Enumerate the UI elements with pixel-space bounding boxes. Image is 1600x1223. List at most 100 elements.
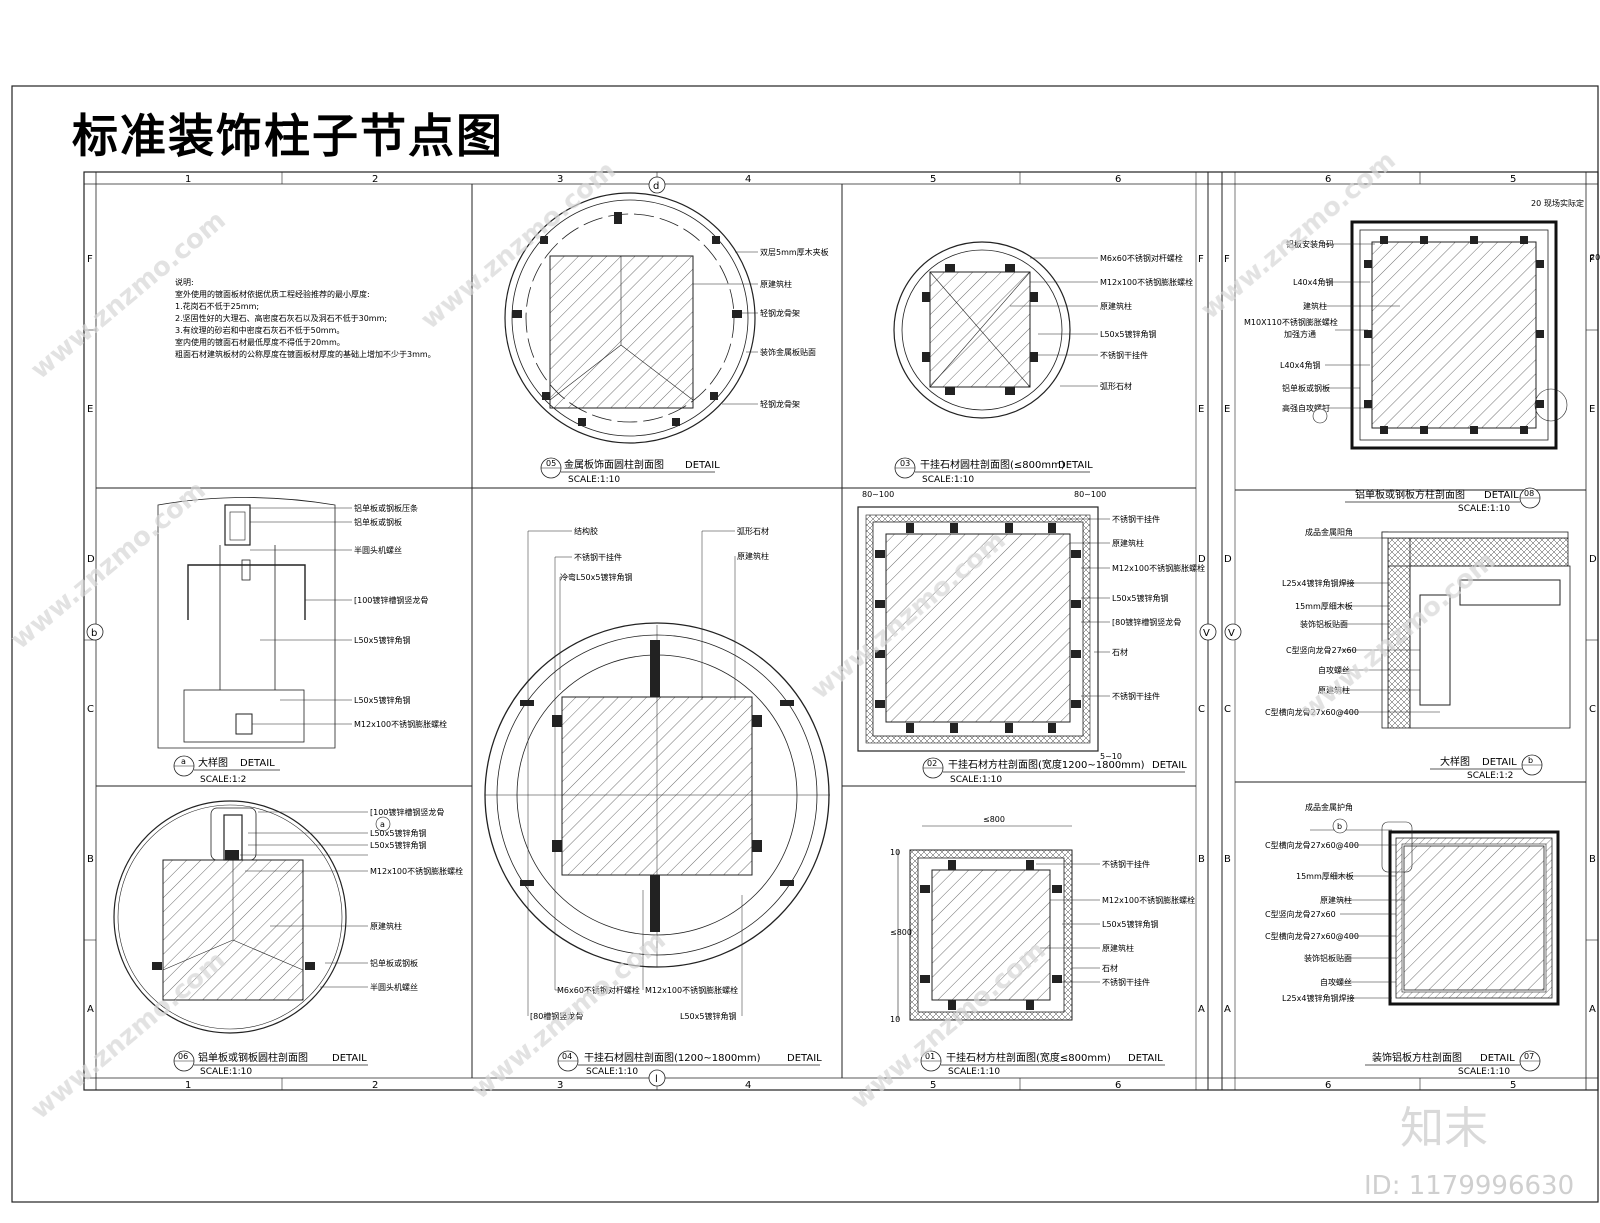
grid-row-left-A: A bbox=[87, 1004, 94, 1015]
d08-label: L40x4角钢 bbox=[1280, 360, 1320, 370]
drawing-stroke: 1 2 3 4 5 6 6 5 1 2 3 4 5 6 6 5 F E D C … bbox=[87, 174, 1597, 1091]
d01-label: 石材 bbox=[1102, 963, 1118, 973]
d07-label: 15mm厚细木板 bbox=[1296, 871, 1354, 881]
d02-suffix: DETAIL bbox=[1152, 760, 1187, 771]
drawing-stroke bbox=[1005, 523, 1013, 533]
grid-row-mid-D: D bbox=[1198, 554, 1206, 565]
drawing-stroke bbox=[183, 689, 305, 743]
drawing-stroke bbox=[1371, 241, 1537, 429]
drawing-stroke bbox=[1325, 243, 1400, 409]
drawing-stroke bbox=[235, 713, 253, 735]
drawing-stroke bbox=[549, 255, 694, 409]
d07-suffix: DETAIL bbox=[1480, 1053, 1515, 1064]
grid-row-right-D: D bbox=[1224, 554, 1232, 565]
drawing-stroke bbox=[875, 700, 885, 708]
drawing-stroke bbox=[512, 310, 522, 318]
d04-scale: SCALE:1:10 bbox=[586, 1067, 638, 1077]
d04-label-left: 冷弯L50x5镀锌角钢 bbox=[560, 572, 632, 582]
drawing-stroke bbox=[1364, 330, 1372, 338]
d03-suffix: DETAIL bbox=[1058, 460, 1093, 471]
drawing-stroke bbox=[1536, 260, 1544, 268]
grid-row-right-F: F bbox=[1224, 254, 1230, 265]
detail-08-drawing: 铝板安装角码 L40x4角钢 建筑柱 M10X110不锈钢膨胀螺栓 加强方通 L… bbox=[1244, 198, 1600, 450]
drawing-stroke bbox=[1036, 863, 1100, 983]
d07-number: 07 bbox=[1524, 1052, 1534, 1061]
drawing-stroke bbox=[693, 251, 758, 405]
da-suffix: DETAIL bbox=[240, 758, 275, 769]
d04-label-right: 原建筑柱 bbox=[737, 551, 769, 561]
d05-title: 金属板饰面圆柱剖面图 bbox=[564, 458, 664, 471]
d03-label: M12x100不锈钢膨胀螺栓 bbox=[1100, 277, 1193, 287]
drawing-stroke bbox=[1332, 818, 1348, 834]
drawing-stroke bbox=[945, 387, 955, 395]
drawing-stroke: 铝单板或钢板压条 铝单板或钢板 半圆头机螺丝 [100镀锌槽钢竖龙骨 L50x5… bbox=[354, 503, 447, 729]
drawing-stroke bbox=[1470, 426, 1478, 434]
drawing-stroke bbox=[906, 723, 914, 733]
image-id: ID: 1179996630 bbox=[1364, 1171, 1574, 1201]
drawing-stroke bbox=[1380, 426, 1388, 434]
d04-label-bottom: M6x60不锈钢对杆螺栓 bbox=[557, 985, 640, 995]
drawing-stroke bbox=[504, 192, 756, 444]
drawing-stroke bbox=[875, 550, 885, 558]
drawing-stroke bbox=[1420, 426, 1428, 434]
drawing-stroke bbox=[552, 715, 562, 727]
d05-number: 05 bbox=[546, 459, 556, 468]
drawing-stroke: 不锈钢干挂件 M12x100不锈钢膨胀螺栓 L50x5镀锌角钢 原建筑柱 石材 … bbox=[890, 815, 1195, 1024]
d08-label: 建筑柱 bbox=[1303, 301, 1327, 311]
drawing-stroke bbox=[1350, 220, 1558, 450]
da-label: [100镀锌槽钢竖龙骨 bbox=[354, 595, 428, 605]
axis-marker-left: b bbox=[91, 628, 97, 639]
drawing-stroke bbox=[1030, 352, 1038, 362]
drawing-stroke bbox=[1381, 821, 1413, 873]
d08-dim: 20 bbox=[1590, 253, 1600, 262]
drawing-stroke bbox=[1052, 885, 1062, 893]
da-label: L50x5镀锌角钢 bbox=[354, 695, 410, 705]
detail-01-drawing: 不锈钢干挂件 M12x100不锈钢膨胀螺栓 L50x5镀锌角钢 原建筑柱 石材 … bbox=[890, 815, 1195, 1024]
grid-col-bottom-2: 2 bbox=[372, 1080, 378, 1091]
drawing-stroke bbox=[1048, 523, 1056, 533]
d08-label: 铝单板或钢板 bbox=[1282, 383, 1330, 393]
grid-col-bottom-5: 5 bbox=[930, 1080, 936, 1091]
d02-label: L50x5镀锌角钢 bbox=[1112, 593, 1168, 603]
grid-col-top-1: 1 bbox=[185, 174, 191, 185]
da-scale: SCALE:1:2 bbox=[200, 775, 246, 785]
d01-dim: 10 bbox=[890, 848, 900, 857]
drawing-stroke bbox=[732, 310, 742, 318]
watermark-text: www.znzmo.com bbox=[5, 475, 211, 655]
d03-number: 03 bbox=[900, 459, 910, 468]
drawing-stroke bbox=[648, 1069, 666, 1087]
drawing-stroke bbox=[672, 418, 680, 426]
grid-col-top-8: 5 bbox=[1510, 174, 1516, 185]
d06-label: L50x5镀锌角钢 bbox=[370, 840, 426, 850]
grid-col-top-3: 3 bbox=[557, 174, 563, 185]
drawing-stroke bbox=[893, 241, 1071, 419]
d04-title: 干挂石材圆柱剖面图(1200~1800mm) bbox=[584, 1051, 761, 1064]
drawing-stroke bbox=[922, 264, 1038, 395]
drawing-stroke bbox=[1071, 550, 1081, 558]
axis-marker-top: d bbox=[653, 181, 659, 192]
d04-suffix: DETAIL bbox=[787, 1053, 822, 1064]
drawing-stroke bbox=[1071, 600, 1081, 608]
detail-05-drawing: 双层5mm厚木夹板 原建筑柱 轻钢龙骨架 装饰金属板贴面 轻钢龙骨架 bbox=[504, 192, 829, 444]
drawing-stroke bbox=[187, 564, 306, 620]
d07-label: 成品金属护角 bbox=[1305, 802, 1353, 812]
d08-suffix: DETAIL bbox=[1484, 490, 1519, 501]
drawing-stroke: 成品金属阳角 L25x4镀锌角钢焊接 15mm厚细木板 装饰铝板贴面 C型竖向龙… bbox=[1265, 527, 1359, 717]
d05-label: 原建筑柱 bbox=[760, 279, 792, 289]
drawing-stroke bbox=[752, 840, 762, 852]
drawing-stroke bbox=[1470, 236, 1478, 244]
drawing-stroke bbox=[1005, 264, 1015, 272]
drawing-stroke bbox=[712, 236, 720, 244]
detail-06-drawing: a [100镀锌槽钢竖龙骨 L50x5镀锌角钢 L50x5镀锌角钢 M12x10… bbox=[113, 800, 463, 1034]
d07-label: C型横向龙骨27x60@400 bbox=[1265, 931, 1359, 941]
grid-row-left-B: B bbox=[87, 854, 94, 865]
drawing-stroke bbox=[552, 840, 562, 852]
d08-scale: SCALE:1:10 bbox=[1458, 504, 1510, 514]
d08-label: 高强自攻螺钉 bbox=[1282, 403, 1330, 413]
drawing-stroke bbox=[1026, 1000, 1034, 1010]
drawing-stroke bbox=[1071, 650, 1081, 658]
note-line: 1.花岗石不低于25mm; bbox=[175, 301, 259, 311]
d01-label: 不锈钢干挂件 bbox=[1102, 859, 1150, 869]
grid-row-far-A: A bbox=[1589, 1004, 1596, 1015]
d05-label: 装饰金属板贴面 bbox=[760, 347, 816, 357]
